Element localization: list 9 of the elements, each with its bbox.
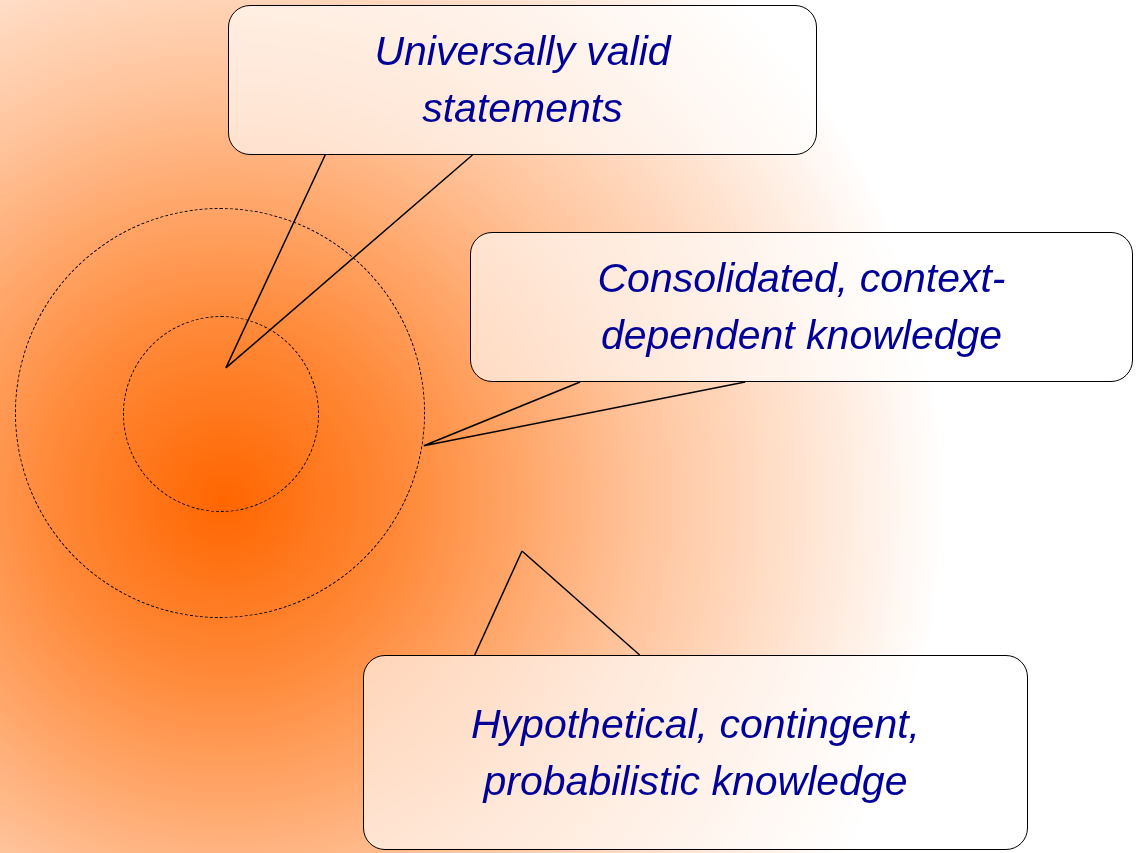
callout-pointer bbox=[225, 154, 474, 369]
callout-text: Consolidated, context-dependent knowledge bbox=[596, 254, 1007, 360]
callout-pointer bbox=[423, 381, 746, 447]
callout-bubble bbox=[363, 655, 1028, 850]
callout-bubble bbox=[470, 232, 1133, 382]
callout-text: Universally valid statements bbox=[373, 27, 673, 133]
callout-pointer bbox=[473, 550, 641, 656]
callout-text: Hypothetical, contingent, probabilistic knowledge bbox=[470, 699, 921, 806]
callout-bubble bbox=[228, 5, 817, 155]
